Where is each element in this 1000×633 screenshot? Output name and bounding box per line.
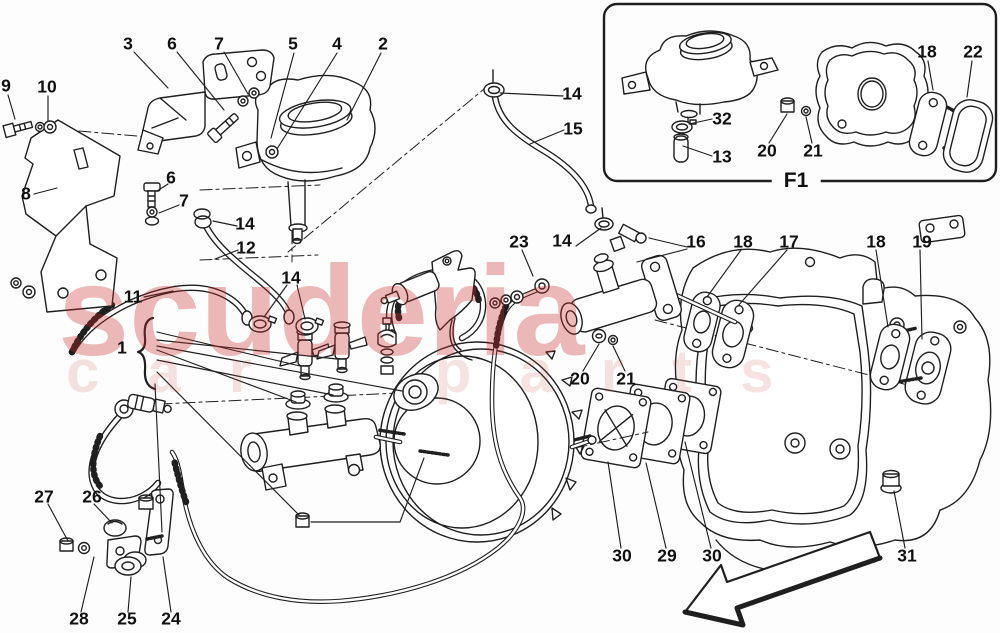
brake-master-cylinder: [240, 404, 403, 491]
leader-line: [270, 52, 295, 139]
leader-line: [575, 227, 602, 247]
leader-line: [648, 237, 688, 248]
leader-line: [521, 249, 534, 277]
fluid-reservoir: [235, 74, 376, 245]
bulkhead-panel: [674, 214, 992, 573]
leader-lines: [7, 51, 973, 613]
leader-line: [768, 113, 788, 144]
assembly-brace: [136, 316, 157, 391]
leader-line: [133, 51, 169, 89]
leader-line: [80, 556, 95, 613]
leader-line: [212, 220, 238, 227]
leader-line: [682, 145, 713, 157]
leader-line: [276, 52, 338, 150]
hose-bracket-group: [59, 393, 174, 576]
leader-line: [399, 457, 425, 523]
clutch-line-cover: [869, 323, 952, 405]
inset-fasteners: [780, 97, 812, 117]
leader-line: [529, 129, 565, 145]
inset-reservoir: [621, 30, 779, 163]
leader-line: [176, 51, 225, 111]
leader-line: [162, 556, 172, 613]
leader-line: [156, 331, 301, 367]
brake-pipe: [169, 278, 550, 605]
leader-line: [263, 284, 288, 318]
leader-line: [127, 576, 132, 613]
leader-line: [966, 60, 973, 98]
leader-line: [919, 249, 923, 340]
leader-line: [156, 183, 169, 192]
lower-fasteners: [295, 469, 902, 528]
upper-bracket: [137, 49, 275, 226]
leader-line: [706, 249, 742, 298]
leader-line: [607, 461, 622, 549]
leader-line: [223, 51, 249, 95]
inset-panel: [602, 2, 998, 183]
leader-line: [688, 118, 713, 125]
leader-line: [214, 249, 239, 260]
lever-bracket: [377, 249, 476, 375]
seals-and-tee-fittings: [279, 321, 368, 410]
pedal-bracket: [2, 119, 121, 313]
spacer-plates: [564, 377, 722, 469]
leader-line: [737, 249, 788, 307]
leader-line: [33, 187, 58, 195]
leader-line: [805, 116, 813, 144]
clutch-master-cylinder: [560, 207, 755, 369]
leader-line: [636, 248, 688, 263]
vent-hose: [483, 69, 597, 214]
leader-line: [645, 462, 667, 549]
leader-line: [875, 249, 889, 328]
reservoir-hoses: [68, 208, 325, 356]
leader-line: [156, 359, 334, 396]
leader-line: [499, 92, 564, 97]
leader-line: [346, 52, 382, 121]
inset-cover-gasket: [815, 41, 929, 147]
leader-line: [158, 204, 180, 214]
leader-line: [93, 503, 113, 524]
leader-line: [143, 290, 174, 298]
leader-line: [927, 60, 934, 91]
leader-line: [156, 339, 338, 360]
construction-lines: [55, 83, 491, 405]
leader-line: [684, 441, 712, 549]
brake-booster: [376, 341, 597, 543]
leader-line: [582, 343, 600, 372]
direction-arrow-icon: [682, 530, 883, 628]
leader-line: [156, 345, 403, 392]
leader-line: [156, 371, 300, 516]
leader-line: [7, 94, 16, 120]
leader-line: [893, 490, 906, 549]
leader-line: [156, 349, 297, 403]
leader-line: [154, 383, 163, 533]
leader-line: [296, 284, 306, 320]
leader-line: [47, 503, 69, 542]
leader-line: [612, 345, 626, 372]
inset-gasket-and-plate: [908, 91, 994, 173]
inset-figure-label: F1: [771, 169, 821, 193]
